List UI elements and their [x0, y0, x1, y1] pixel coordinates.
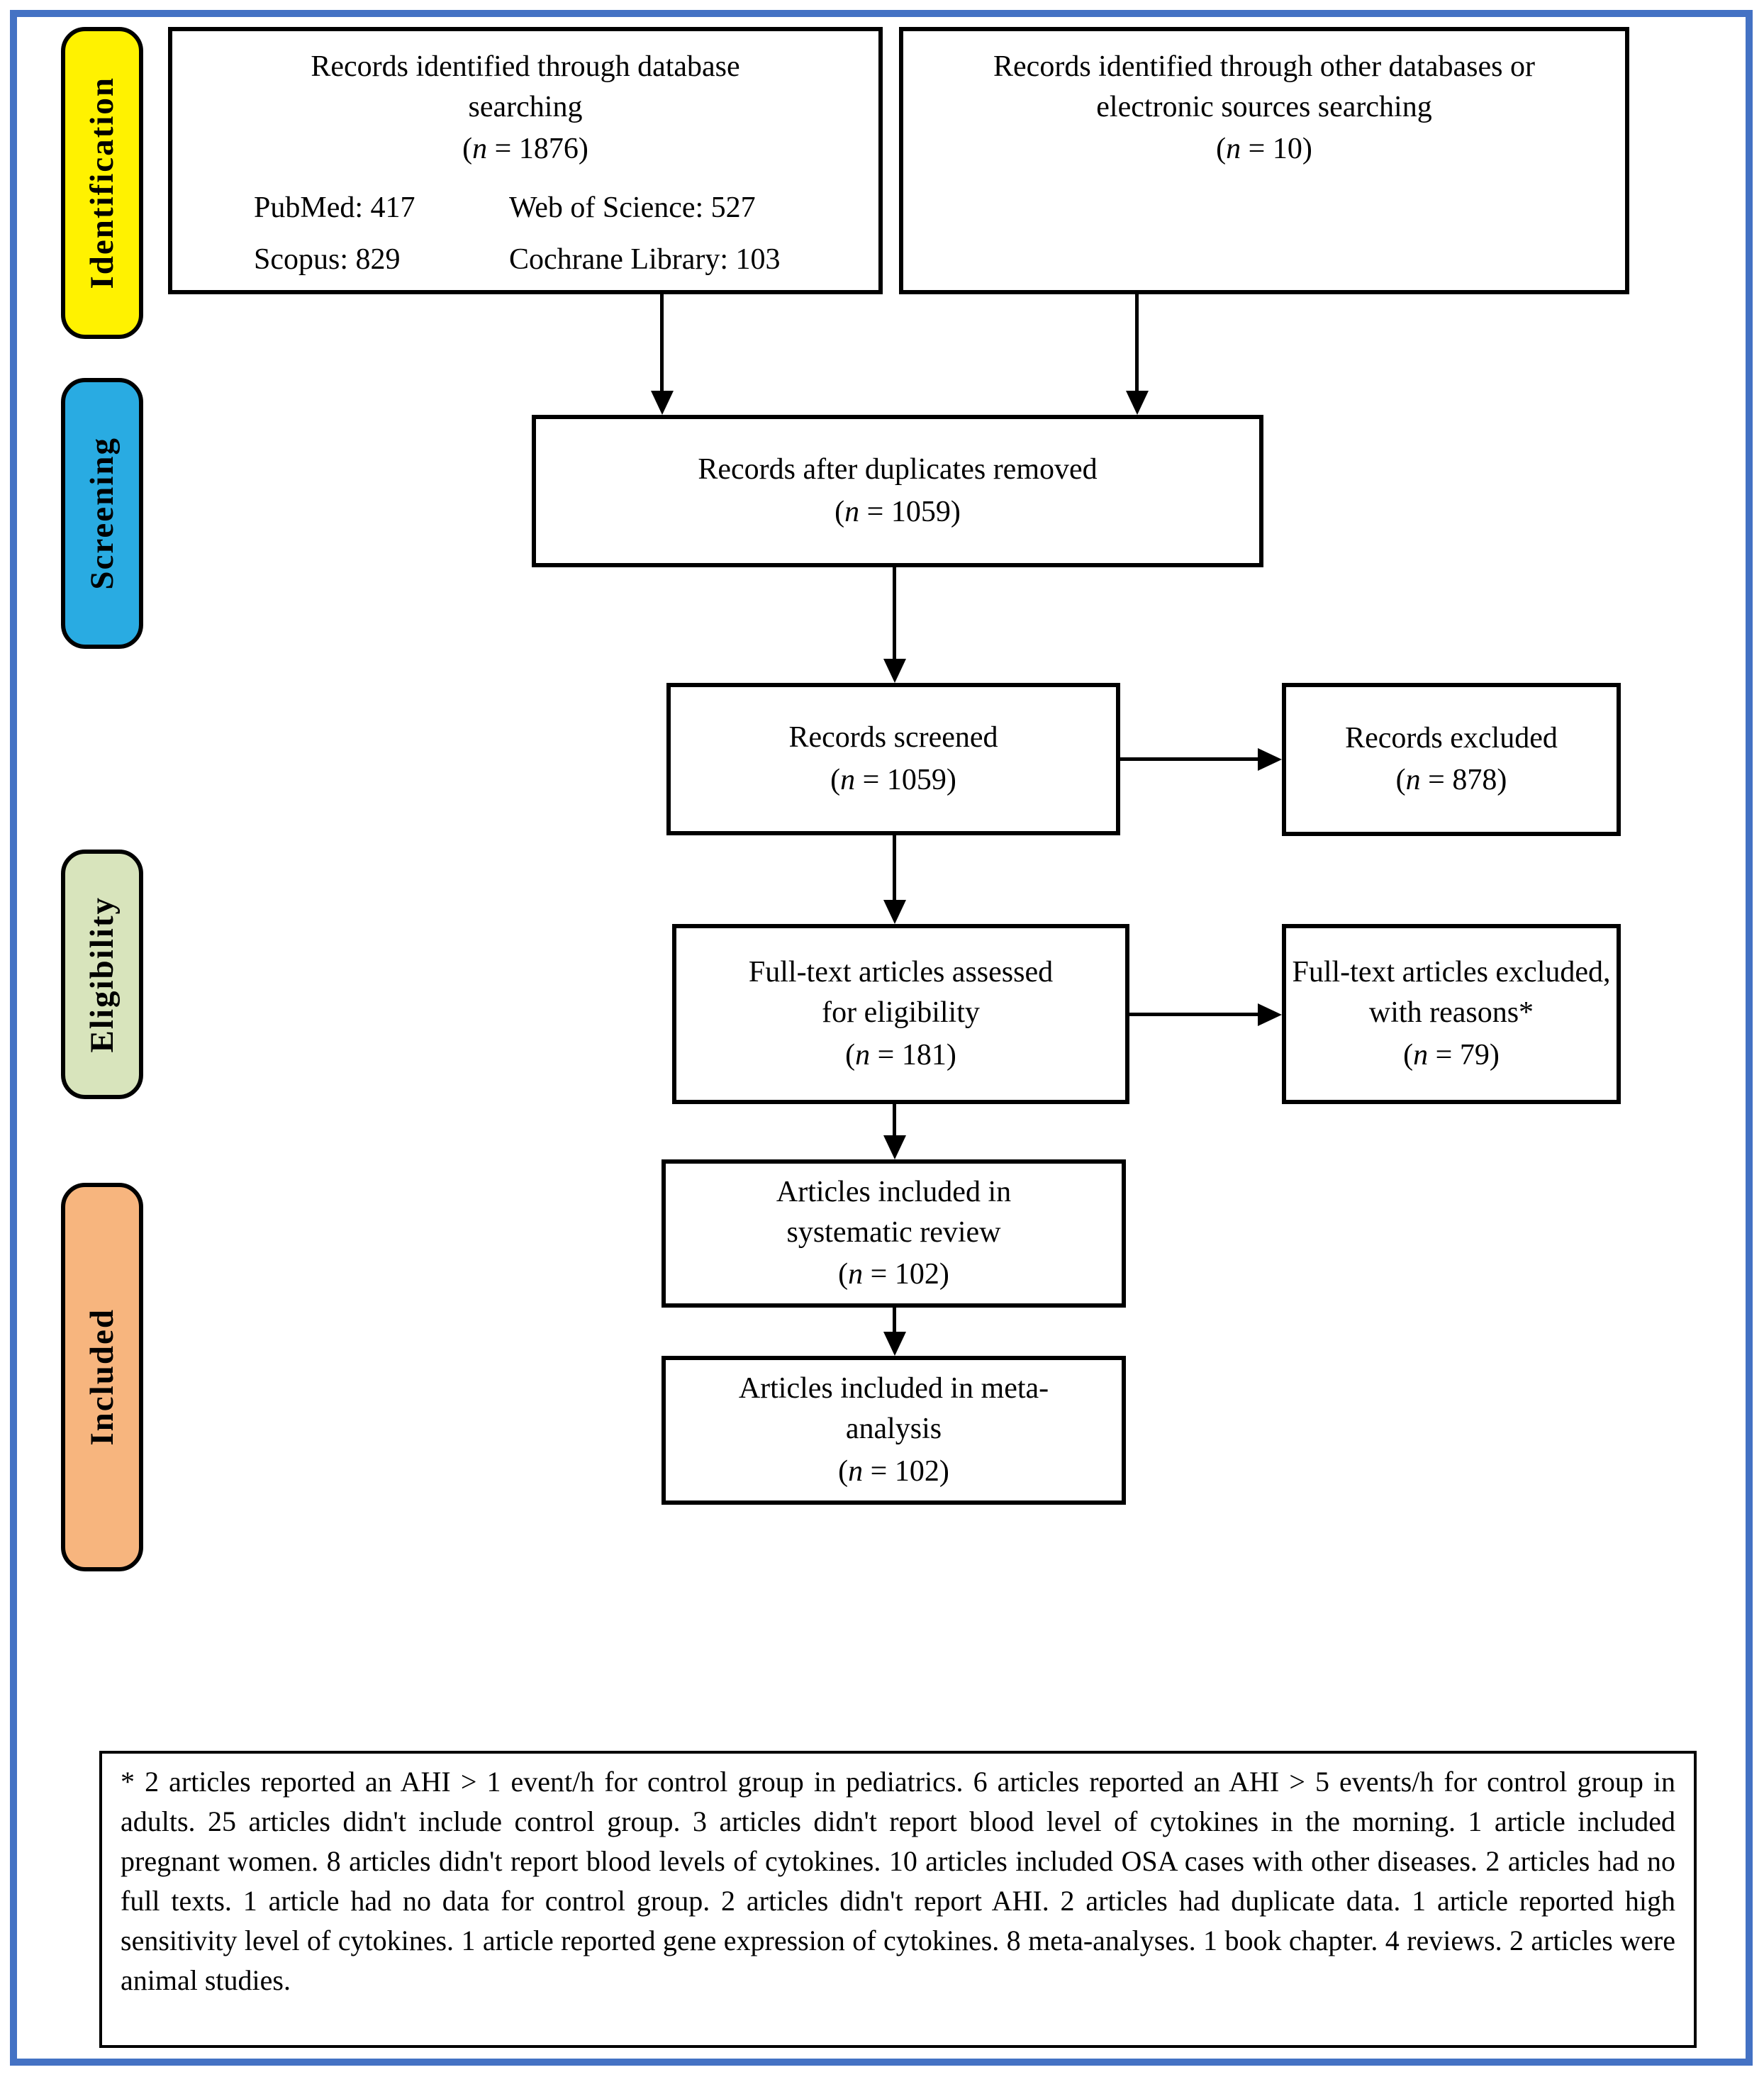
database-search-count: (n = 1876) [462, 133, 588, 166]
flow-box-meta-analysis: Articles included in meta- analysis (n =… [662, 1356, 1126, 1505]
source-pubmed: PubMed: 417 [254, 191, 415, 225]
arrow-duplicates-to-screened [893, 567, 896, 659]
flow-box-systematic-review: Articles included in systematic review (… [662, 1159, 1126, 1308]
arrow-other-to-duplicates [1135, 294, 1139, 391]
arrow-screened-to-fulltext [893, 835, 896, 900]
stage-label-identification: Identification [61, 27, 143, 339]
records-excluded-count: (n = 878) [1395, 764, 1507, 796]
stage-label-included-text: Included [84, 1308, 121, 1446]
exclusion-reasons-footnote: * 2 articles reported an AHI > 1 event/h… [99, 1751, 1697, 2048]
duplicates-removed-count: (n = 1059) [834, 495, 961, 528]
outer-border [10, 10, 1753, 2066]
records-screened-title: Records screened [788, 721, 998, 754]
flow-box-records-screened: Records screened (n = 1059) [666, 683, 1120, 835]
flow-box-duplicates-removed: Records after duplicates removed (n = 10… [532, 415, 1263, 567]
systematic-review-count: (n = 102) [838, 1258, 949, 1291]
fulltext-excluded-title: Full-text articles excluded, with reason… [1292, 956, 1611, 1030]
source-web-of-science: Web of Science: 527 [509, 191, 756, 225]
records-screened-count: (n = 1059) [830, 763, 956, 796]
arrow-screened-to-excluded [1120, 757, 1258, 761]
fulltext-excluded-count: (n = 79) [1403, 1038, 1500, 1071]
fulltext-assessed-title: Full-text articles assessed for eligibil… [748, 956, 1054, 1030]
flow-box-records-excluded: Records excluded (n = 878) [1282, 683, 1621, 836]
database-search-title: Records identified through database sear… [311, 50, 740, 124]
arrow-database-to-duplicates [660, 294, 664, 391]
systematic-review-title: Articles included in systematic review [776, 1175, 1012, 1249]
database-sources: PubMed: 417 Web of Science: 527 Scopus: … [172, 188, 878, 280]
flow-box-fulltext-excluded: Full-text articles excluded, with reason… [1282, 924, 1621, 1104]
flow-box-other-sources: Records identified through other databas… [899, 27, 1629, 294]
duplicates-removed-title: Records after duplicates removed [698, 453, 1098, 486]
stage-label-screening: Screening [61, 378, 143, 649]
records-excluded-title: Records excluded [1345, 721, 1558, 754]
other-sources-count: (n = 10) [1216, 133, 1312, 166]
arrow-fulltext-to-excluded [1129, 1013, 1258, 1016]
stage-label-identification-text: Identification [84, 77, 121, 289]
stage-label-included: Included [61, 1183, 143, 1571]
source-cochrane: Cochrane Library: 103 [509, 243, 781, 277]
flow-box-database-search: Records identified through database sear… [168, 27, 883, 294]
stage-label-eligibility: Eligibility [61, 850, 143, 1099]
arrow-systematic-to-meta [893, 1308, 896, 1332]
arrow-fulltext-to-systematic [893, 1104, 896, 1135]
stage-label-screening-text: Screening [84, 437, 121, 590]
meta-analysis-title: Articles included in meta- analysis [738, 1372, 1049, 1446]
other-sources-title: Records identified through other databas… [993, 50, 1535, 124]
stage-label-eligibility-text: Eligibility [84, 896, 121, 1053]
flow-box-fulltext-assessed: Full-text articles assessed for eligibil… [672, 924, 1129, 1104]
meta-analysis-count: (n = 102) [838, 1454, 949, 1488]
fulltext-assessed-count: (n = 181) [845, 1038, 956, 1071]
source-scopus: Scopus: 829 [254, 243, 401, 277]
